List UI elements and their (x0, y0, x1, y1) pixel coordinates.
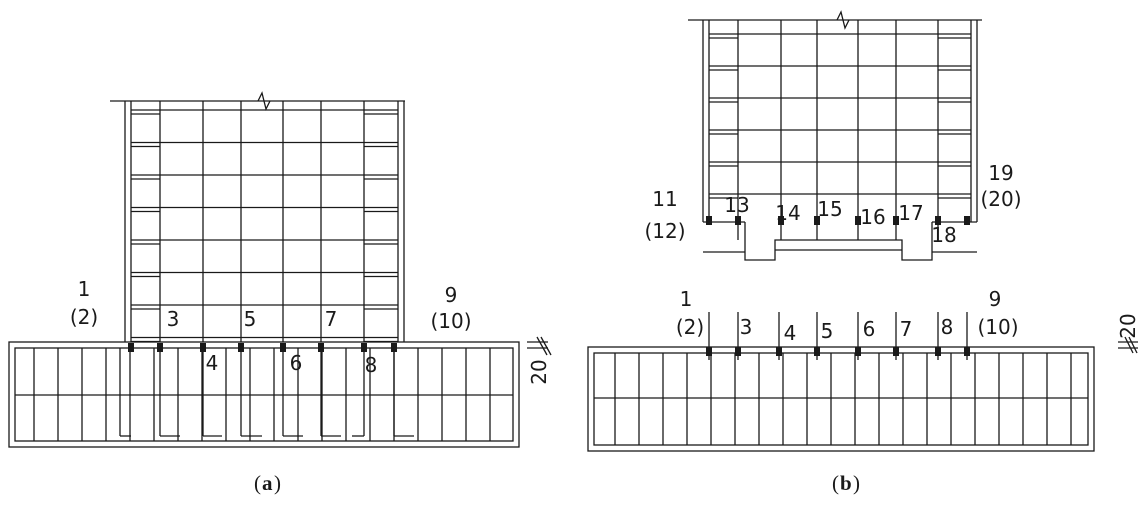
panel-a (8, 91, 552, 448)
strain-gauge-a-2 (157, 343, 163, 352)
strain-gauge-a-7 (361, 343, 367, 352)
strain-gauge-a-4 (238, 343, 244, 352)
svg-text:(: ( (832, 471, 839, 495)
strain-gauge-a-8 (391, 343, 397, 352)
panel-b (587, 10, 1138, 452)
gauge-label-a-5: 5 (244, 307, 257, 331)
gauge-label-b-12: (12) (644, 219, 685, 243)
gauges-a (128, 343, 397, 352)
strain-gauge-b-4 (814, 347, 820, 356)
dimension-mark-a (527, 336, 552, 356)
gauges-b (706, 216, 970, 356)
gauge-label-b-20: (20) (980, 187, 1021, 211)
gauge-label-b-7: 7 (900, 317, 913, 341)
gauge-label-b-18: 18 (931, 223, 956, 247)
column-elevation-a (110, 100, 405, 343)
gauge-label-a-1: 1 (78, 277, 91, 301)
gauge-label-b-4: 4 (784, 321, 797, 345)
gauge-label-b-14: 14 (775, 201, 800, 225)
gauge-label-a-4: 4 (206, 351, 219, 375)
column-grid-b (709, 20, 971, 240)
dimension-label-a: 20 (527, 359, 551, 384)
gauge-label-a-2: (2) (70, 305, 98, 329)
gauge-label-b-13: 13 (724, 193, 749, 217)
strain-gauge-a-5 (280, 343, 286, 352)
strain-gauge-a-3 (200, 343, 206, 352)
strain-gauge-b-12 (735, 216, 741, 225)
gauge-label-a-9: 9 (445, 283, 458, 307)
strain-gauge-a-6 (318, 343, 324, 352)
strain-gauge-b-2 (735, 347, 741, 356)
strain-gauge-b-18 (964, 216, 970, 225)
svg-text:): ) (853, 471, 860, 495)
strain-gauge-b-3 (776, 347, 782, 356)
footing-grid-b (594, 353, 1088, 445)
strain-gauge-a-1 (128, 343, 134, 352)
gauge-label-b-11: 11 (652, 187, 677, 211)
strain-gauge-b-15 (855, 216, 861, 225)
break-symbol-a (257, 91, 271, 111)
column-elevation-b (688, 19, 982, 261)
gauge-label-a-3: 3 (167, 307, 180, 331)
caption-b: ( b ) (832, 471, 860, 495)
gauge-label-b-10: (10) (977, 315, 1018, 339)
gauge-label-a-7: 7 (325, 307, 338, 331)
strain-gauge-b-6 (893, 347, 899, 356)
dimension-label-b: 20 (1116, 313, 1139, 338)
strain-gauge-b-7 (935, 347, 941, 356)
gauge-label-b-16: 16 (860, 205, 885, 229)
gauge-label-b-6: 6 (863, 317, 876, 341)
strain-gauge-b-1 (706, 347, 712, 356)
gauge-label-a-8: 8 (365, 353, 378, 377)
caption-b-letter: b (840, 471, 852, 495)
break-symbol-b (836, 10, 850, 30)
gauge-label-b-2: (2) (676, 315, 704, 339)
strain-gauge-b-17 (935, 216, 941, 225)
strain-gauge-b-11 (706, 216, 712, 225)
svg-text:(: ( (254, 471, 261, 495)
strain-gauge-b-16 (893, 216, 899, 225)
gauge-label-b-5: 5 (821, 319, 834, 343)
gauge-label-b-3: 3 (740, 315, 753, 339)
svg-text:): ) (274, 471, 281, 495)
strain-gauge-b-14 (814, 216, 820, 225)
caption-a-letter: a (262, 471, 273, 495)
strain-gauge-b-13 (778, 216, 784, 225)
strain-gauge-b-5 (855, 347, 861, 356)
gauge-label-b-19: 19 (988, 161, 1013, 185)
gauge-label-b-8: 8 (941, 315, 954, 339)
strain-gauge-b-8 (964, 347, 970, 356)
labels-a: 1 (2) 3 4 5 6 7 8 9 (10) 20 (70, 277, 551, 385)
gauge-label-b-1: 1 (680, 287, 693, 311)
footing-a (8, 341, 520, 448)
labels-b: 11 (12) 13 14 15 16 17 18 19 (20) 1 (2) … (644, 161, 1139, 345)
gauge-label-a-6: 6 (290, 351, 303, 375)
gauge-label-a-10: (10) (430, 309, 471, 333)
dimension-mark-b (1118, 336, 1138, 354)
footing-grid-a (15, 348, 513, 441)
gauge-label-b-9: 9 (989, 287, 1002, 311)
gauge-label-b-17: 17 (898, 201, 923, 225)
column-grid-a (131, 101, 398, 343)
caption-a: ( a ) (254, 471, 281, 495)
footing-b (587, 312, 1095, 452)
gauge-label-b-15: 15 (817, 197, 842, 221)
